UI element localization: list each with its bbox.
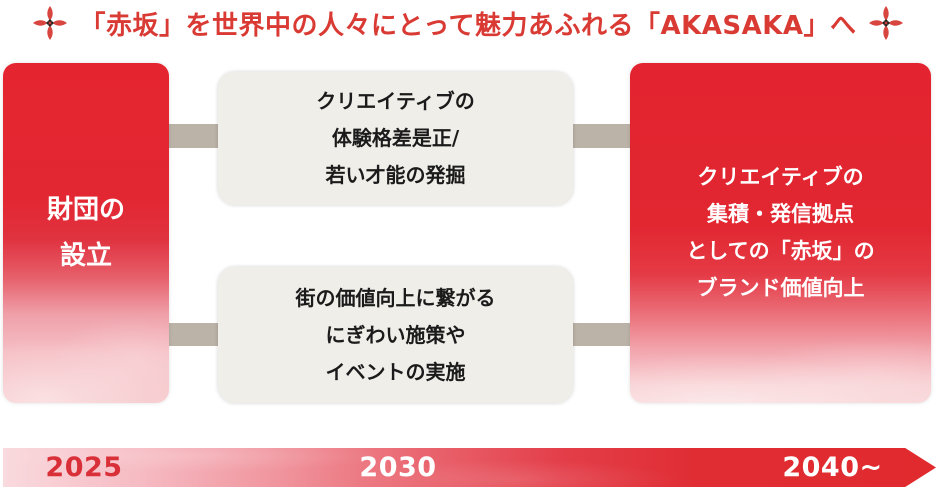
flower-sparkle-icon: [869, 6, 904, 40]
timeline-label-2040: 2040~: [782, 452, 883, 483]
page-title: 「赤坂」を世界中の人々にとって魅力あふれる「AKASAKA」へ: [79, 10, 857, 41]
title-row: 「赤坂」を世界中の人々にとって魅力あふれる「AKASAKA」へ: [0, 2, 936, 44]
brand-value-text: クリエイティブの 集積・発信拠点 としての「赤坂」の ブランド価値向上: [686, 165, 875, 300]
connector-bar: [573, 124, 630, 148]
timeline-arrow-bar: [3, 448, 936, 487]
connector-bar: [169, 323, 218, 346]
timeline-label-2025: 2025: [45, 452, 123, 483]
flower-sparkle-icon: [32, 6, 67, 40]
timeline-label-2030: 2030: [359, 452, 437, 483]
connector-bar: [169, 124, 218, 148]
creative-gap-box: クリエイティブの 体験格差是正/ 若い才能の発掘: [218, 72, 573, 205]
connector-bar: [573, 323, 630, 346]
town-value-box: 街の価値向上に繋がる にぎわい施策や イベントの実施: [218, 267, 573, 403]
brand-value-box: クリエイティブの 集積・発信拠点 としての「赤坂」の ブランド価値向上: [630, 63, 931, 403]
creative-gap-text: クリエイティブの 体験格差是正/ 若い才能の発掘: [316, 89, 475, 187]
town-value-text: 街の価値向上に繋がる にぎわい施策や イベントの実施: [295, 285, 496, 384]
foundation-establishment-text: 財団の 設立: [46, 195, 125, 271]
foundation-establishment-box: 財団の 設立: [3, 63, 169, 403]
